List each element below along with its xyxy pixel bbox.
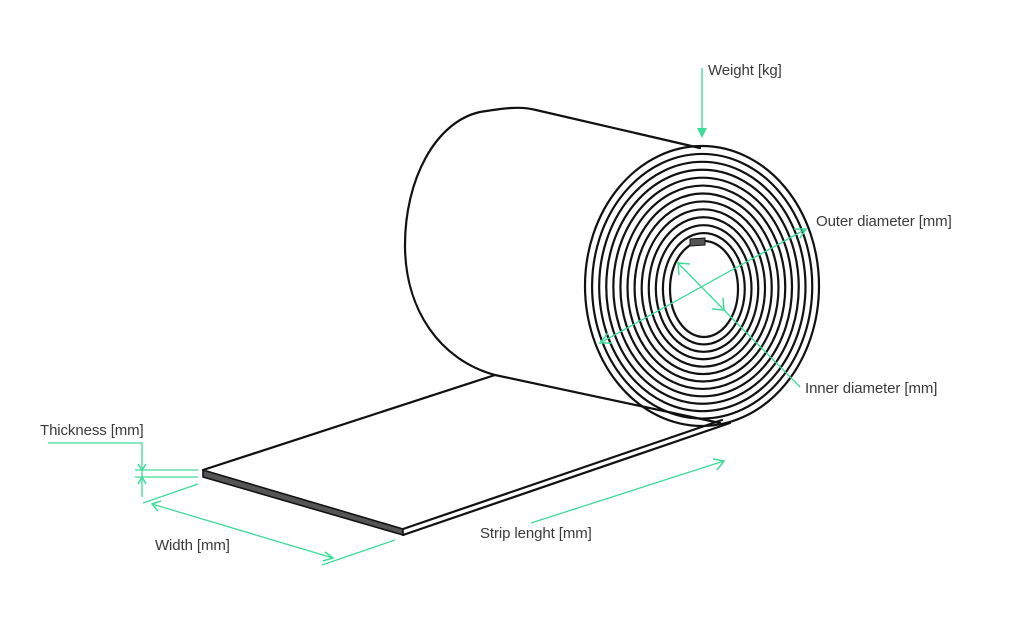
outer-diameter-label: Outer diameter [mm] bbox=[816, 213, 952, 230]
coil-ring bbox=[598, 160, 807, 413]
coil-body bbox=[403, 106, 722, 425]
inner-diameter-label: Inner diameter [mm] bbox=[805, 380, 938, 397]
coil-ring bbox=[654, 224, 753, 353]
strip-edge bbox=[202, 469, 404, 536]
thickness-label: Thickness [mm] bbox=[40, 422, 144, 439]
coil-ring bbox=[661, 231, 746, 346]
coil-ring bbox=[626, 192, 780, 383]
coil-ring bbox=[619, 184, 787, 391]
thickness-arrow bbox=[48, 442, 198, 497]
outer-diameter-arrow bbox=[598, 228, 808, 344]
coil-ring bbox=[612, 176, 794, 398]
strip-length-arrow bbox=[530, 458, 726, 524]
inner-strip-end bbox=[689, 237, 706, 247]
inner-diameter-arrow bbox=[677, 262, 801, 388]
strip-length-label: Strip lenght [mm] bbox=[480, 525, 592, 542]
coil-ring bbox=[590, 152, 814, 420]
coil-ring bbox=[583, 144, 821, 428]
coil-ring bbox=[647, 216, 760, 361]
unrolled-strip bbox=[201, 373, 732, 537]
weight-arrow bbox=[697, 68, 707, 138]
weight-label: Weight [kg] bbox=[708, 62, 782, 79]
coil-ring bbox=[640, 208, 767, 368]
width-label: Width [mm] bbox=[155, 537, 230, 554]
coil-ring bbox=[633, 200, 773, 376]
width-arrow bbox=[142, 483, 396, 566]
coil-ring bbox=[605, 168, 800, 405]
